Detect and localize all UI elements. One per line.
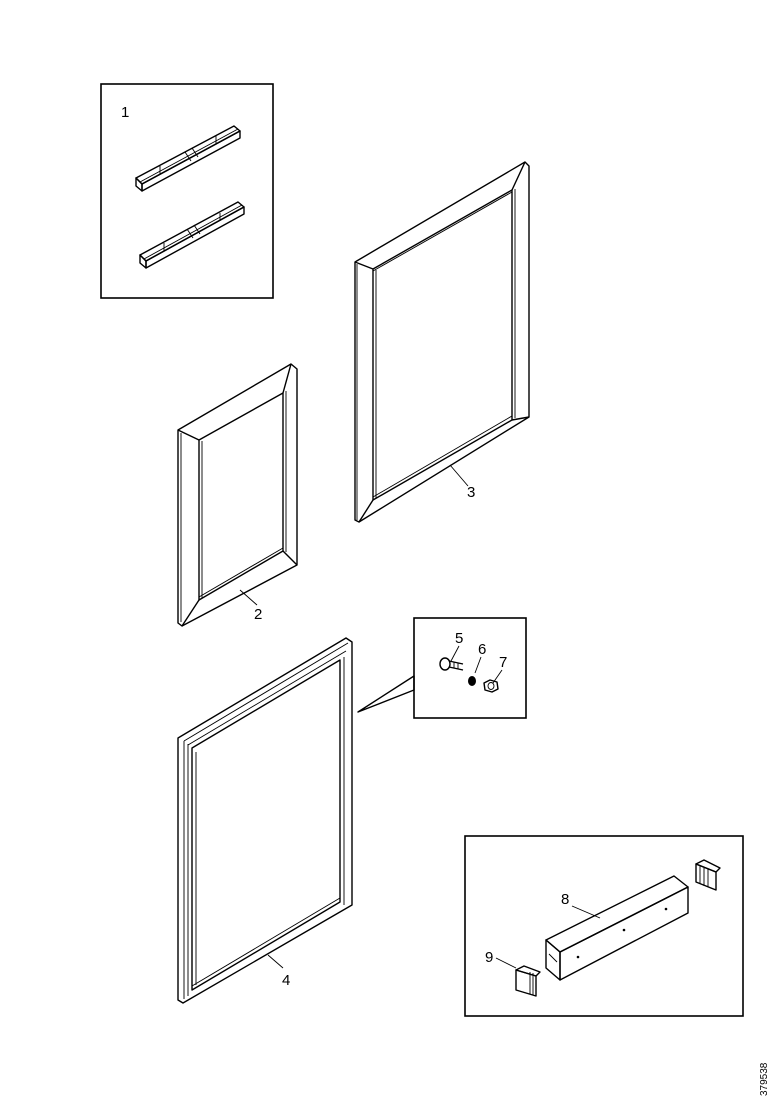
rail-lower-part bbox=[139, 201, 245, 269]
frame-small-part bbox=[177, 363, 298, 627]
part-label-9: 9 bbox=[485, 949, 493, 966]
part-label-8: 8 bbox=[561, 891, 569, 908]
detail-box-fasteners: 5 6 7 bbox=[413, 617, 527, 719]
nut-part bbox=[483, 679, 499, 693]
frame-glass-part bbox=[177, 637, 353, 1004]
part-label-5: 5 bbox=[455, 630, 463, 647]
part-label-3: 3 bbox=[467, 484, 475, 501]
part-label-2: 2 bbox=[254, 606, 262, 623]
square-tube-part bbox=[545, 875, 689, 981]
part-label-1: 1 bbox=[121, 104, 129, 121]
part-label-4: 4 bbox=[282, 972, 290, 989]
end-cap-right-part bbox=[695, 859, 721, 891]
end-cap-left-part bbox=[515, 965, 541, 997]
detail-box-rails: 1 bbox=[100, 83, 274, 299]
washer-part bbox=[468, 676, 476, 686]
document-id: 379538 bbox=[759, 1062, 770, 1096]
screw-part bbox=[439, 657, 464, 671]
callout-pointer bbox=[357, 675, 415, 713]
rail-upper-part bbox=[135, 125, 241, 192]
part-label-6: 6 bbox=[478, 641, 486, 658]
detail-box-tube: 8 9 bbox=[464, 835, 744, 1017]
part-label-7: 7 bbox=[499, 654, 507, 671]
frame-large-part bbox=[354, 161, 530, 523]
